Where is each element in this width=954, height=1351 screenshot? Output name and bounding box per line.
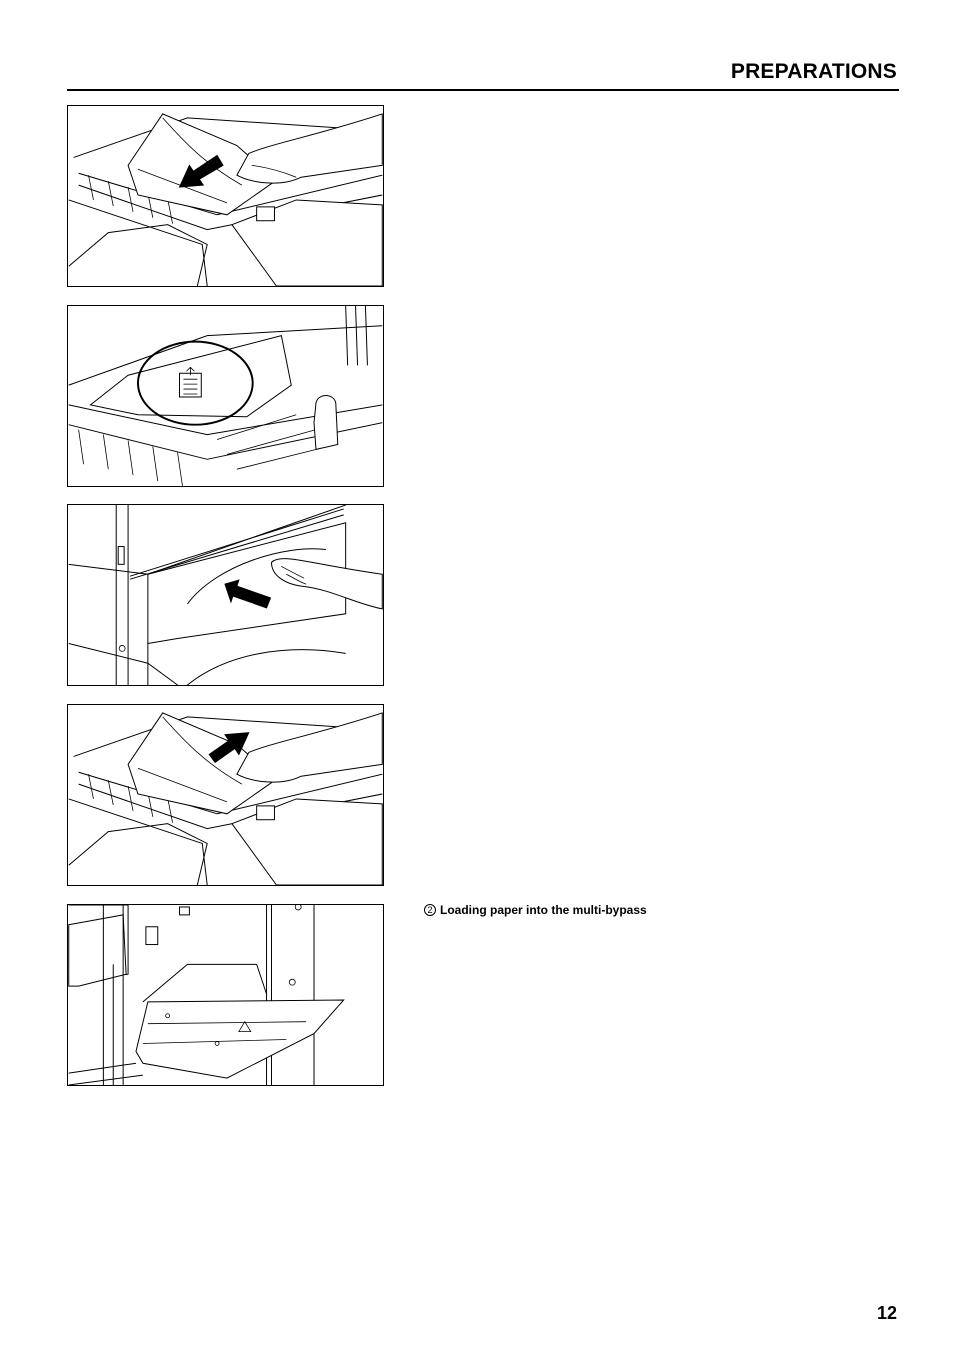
page-number: 12 [877, 1303, 897, 1324]
copier-front-illustration [68, 505, 383, 685]
bypass-tray-illustration [68, 905, 383, 1085]
cassette-illustration [68, 106, 383, 286]
section-heading: 2 Loading paper into the multi-bypass [424, 903, 647, 917]
figure-push-cassette [67, 504, 384, 686]
figure-paper-size-indicator [67, 305, 384, 487]
arrow-in-icon [225, 580, 270, 608]
figure-multi-bypass [67, 904, 384, 1086]
paper-orientation-icon [180, 373, 202, 397]
section-heading-text: Loading paper into the multi-bypass [440, 903, 647, 917]
header-divider [67, 89, 899, 91]
page-title: PREPARATIONS [731, 60, 897, 84]
section-number: 2 [424, 904, 436, 916]
figure-load-paper [67, 704, 384, 886]
figure-remove-paper [67, 105, 384, 287]
cassette-loading-illustration [68, 705, 383, 885]
cassette-interior-illustration [68, 306, 383, 486]
